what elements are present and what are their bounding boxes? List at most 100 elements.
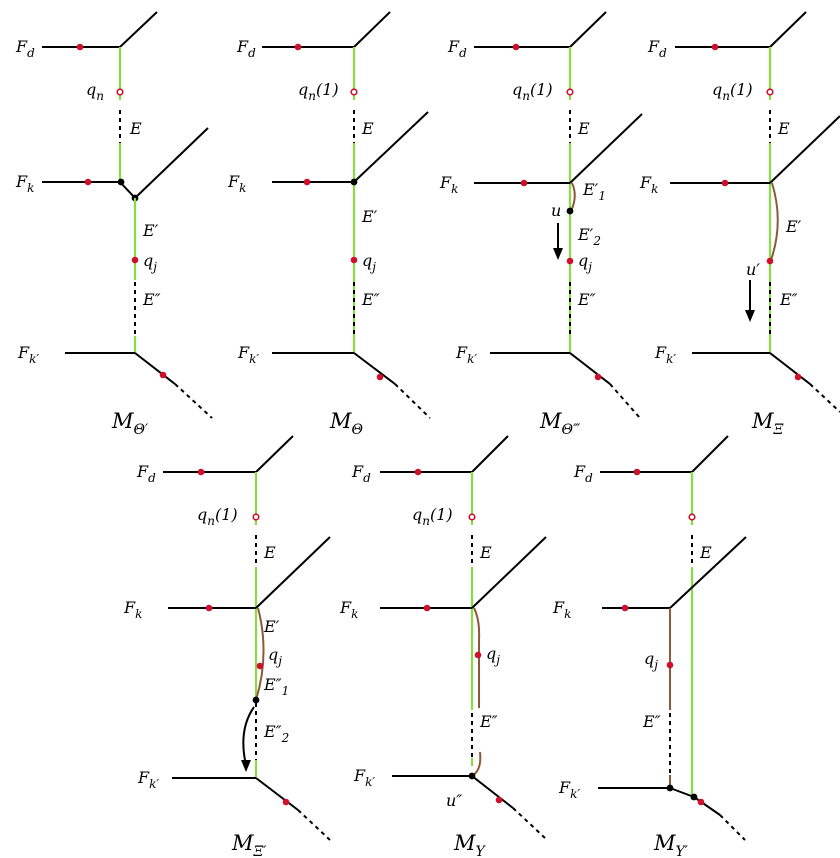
panel-m-theta-triple-prime: Fd qn(1) E Fk E′1 u E′2 qj E″ Fk′ MΘ‴ xyxy=(439,11,643,438)
marked-point-qj xyxy=(566,257,574,265)
svg-text:u: u xyxy=(551,201,561,220)
panel-m-upsilon: Fd qn(1) E Fk qj E″ Fk′ u″ MΥ xyxy=(339,435,547,858)
svg-text:qj: qj xyxy=(644,649,658,672)
svg-text:qj: qj xyxy=(143,251,157,274)
svg-text:qj: qj xyxy=(486,644,500,667)
svg-text:Fd: Fd xyxy=(647,37,667,60)
node xyxy=(252,696,260,704)
marked-point-qn xyxy=(566,88,574,96)
svg-text:E: E xyxy=(129,119,142,138)
svg-text:u″: u″ xyxy=(446,791,462,810)
svg-text:Fk: Fk xyxy=(439,173,458,196)
marked-point xyxy=(495,796,503,804)
marked-point xyxy=(197,468,205,476)
svg-text:qj: qj xyxy=(268,645,282,668)
node-u xyxy=(468,772,476,780)
svg-text:E′2: E′2 xyxy=(577,225,601,248)
svg-text:Fd: Fd xyxy=(351,462,371,485)
node-u xyxy=(566,207,574,215)
marked-point xyxy=(594,373,602,381)
marked-point-qn xyxy=(688,513,696,521)
node xyxy=(666,784,674,792)
svg-text:Fk′: Fk′ xyxy=(455,343,477,366)
svg-text:E′: E′ xyxy=(785,217,802,236)
marked-point-qn xyxy=(468,513,476,521)
svg-text:Fk′: Fk′ xyxy=(17,343,39,366)
svg-text:Fd: Fd xyxy=(573,462,593,485)
marked-point xyxy=(84,178,92,186)
marked-point xyxy=(633,468,641,476)
svg-text:Fk: Fk xyxy=(339,598,358,621)
marked-point-qn xyxy=(350,88,358,96)
svg-text:E: E xyxy=(479,543,492,562)
svg-text:Fk: Fk xyxy=(123,598,142,621)
svg-text:E″: E″ xyxy=(577,290,596,309)
svg-text:Fk: Fk xyxy=(15,172,34,195)
svg-text:qj: qj xyxy=(578,251,592,274)
svg-text:Fk: Fk xyxy=(227,172,246,195)
arrow-down-icon xyxy=(553,248,563,260)
svg-text:Fk′: Fk′ xyxy=(137,768,159,791)
marked-point xyxy=(76,43,84,51)
marked-point-qj xyxy=(474,651,482,659)
svg-text:Fk′: Fk′ xyxy=(558,778,580,801)
panel-m-xi: Fd qn(1) E Fk E′ u′ E″ Fk′ MΞ xyxy=(639,11,840,438)
marked-point xyxy=(520,179,528,187)
caption-m-xi-prime: MΞ′ xyxy=(231,831,267,858)
marked-point-qj xyxy=(131,256,139,264)
svg-text:Fk′: Fk′ xyxy=(654,343,676,366)
caption-m-theta-prime: MΘ′ xyxy=(111,409,149,438)
marked-point-qj xyxy=(766,257,774,265)
svg-text:Fk: Fk xyxy=(552,598,571,621)
svg-text:E″: E″ xyxy=(479,712,498,731)
marked-point-qn xyxy=(252,513,260,521)
svg-text:Fd: Fd xyxy=(136,462,156,485)
marked-point xyxy=(512,43,520,51)
svg-text:Fd: Fd xyxy=(236,37,256,60)
svg-text:qn(1): qn(1) xyxy=(197,505,238,528)
panel-m-theta-prime: Fd qn E Fk E′ qj E″ Fk′ MΘ′ xyxy=(15,11,213,438)
marked-point-qn xyxy=(766,88,774,96)
svg-text:E: E xyxy=(777,119,790,138)
caption-m-upsilon-prime: MΥ′ xyxy=(653,831,689,858)
node xyxy=(690,793,698,801)
svg-text:E: E xyxy=(361,119,374,138)
svg-text:E: E xyxy=(699,543,712,562)
svg-text:E′1: E′1 xyxy=(582,180,606,203)
svg-text:Fk′: Fk′ xyxy=(237,343,259,366)
svg-text:Fk′: Fk′ xyxy=(353,766,375,789)
marked-point xyxy=(423,604,431,612)
node xyxy=(350,178,358,186)
svg-text:E″: E″ xyxy=(779,290,798,309)
svg-text:E: E xyxy=(263,543,276,562)
svg-text:E″1: E″1 xyxy=(263,675,289,698)
caption-m-upsilon: MΥ xyxy=(453,831,487,858)
marked-point xyxy=(721,179,729,187)
svg-text:E″: E″ xyxy=(142,290,161,309)
marked-point xyxy=(794,373,802,381)
svg-text:E″2: E″2 xyxy=(263,722,289,745)
caption-m-theta: MΘ xyxy=(329,409,364,438)
svg-text:Fk: Fk xyxy=(639,173,658,196)
arrow-down-icon xyxy=(241,760,251,772)
marked-point xyxy=(376,373,384,381)
panel-m-theta: Fd qn(1) E Fk E′ qj E″ Fk′ MΘ xyxy=(227,11,431,438)
marked-point xyxy=(303,178,311,186)
marked-point xyxy=(205,604,213,612)
svg-text:Fd: Fd xyxy=(15,37,35,60)
marked-point xyxy=(414,468,422,476)
marked-point-qj xyxy=(256,662,264,670)
marked-point-qn xyxy=(116,88,124,96)
caption-m-xi: MΞ xyxy=(751,409,784,438)
arrow-down-icon xyxy=(745,310,755,322)
marked-point xyxy=(697,798,705,806)
svg-text:qn(1): qn(1) xyxy=(298,80,339,103)
svg-text:E′: E′ xyxy=(263,617,280,636)
panel-m-xi-prime: Fd qn(1) E Fk E′ qj E″1 E″2 Fk′ MΞ′ xyxy=(123,435,331,858)
svg-text:E″: E″ xyxy=(361,290,380,309)
svg-text:Fd: Fd xyxy=(447,37,467,60)
node xyxy=(117,178,125,186)
svg-text:u′: u′ xyxy=(746,260,760,279)
caption-m-theta-triple-prime: MΘ‴ xyxy=(539,409,581,438)
